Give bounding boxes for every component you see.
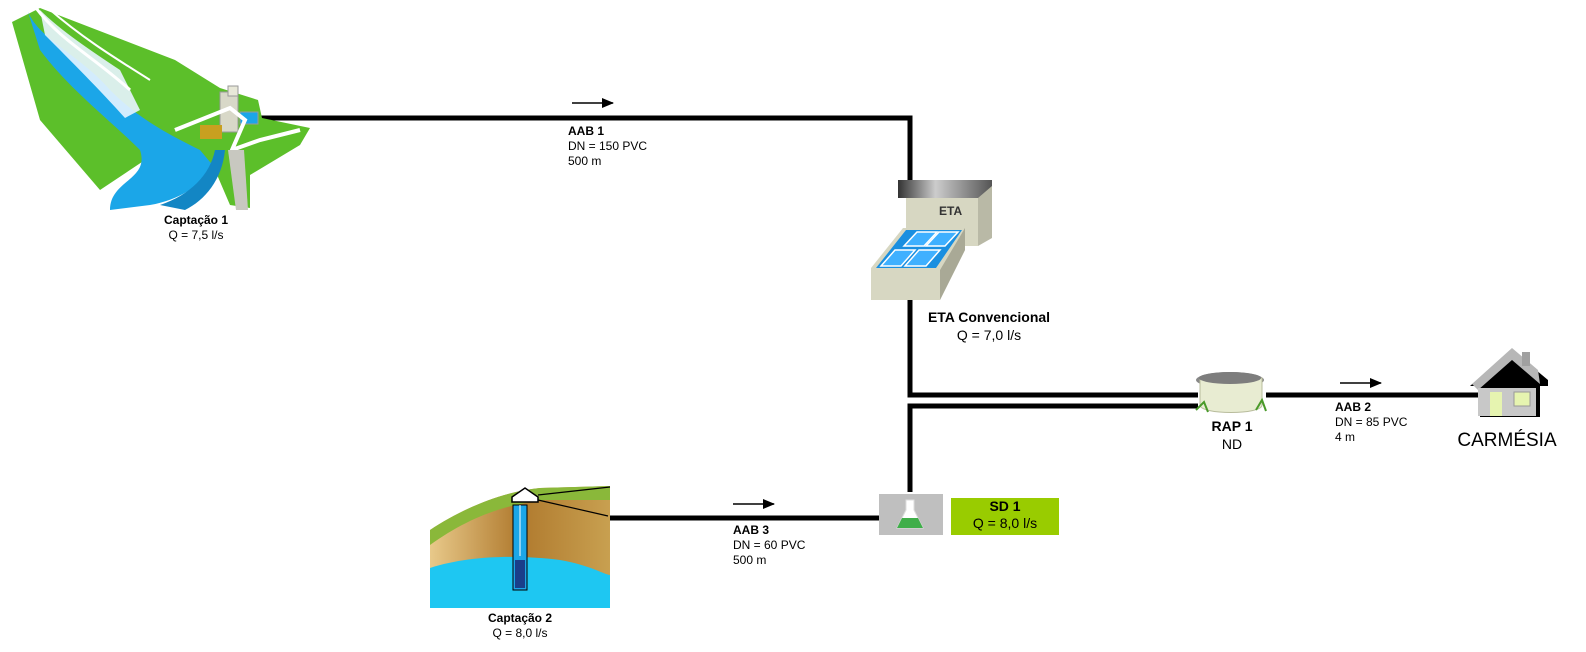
aab1-name: AAB 1 — [568, 124, 605, 138]
captacao2-label: Captação 2 Q = 8,0 l/s — [470, 611, 570, 641]
eta-label: ETA Convencional Q = 7,0 l/s — [909, 309, 1069, 344]
pipe-eta-to-rap — [907, 300, 1198, 398]
eta-flow: Q = 7,0 l/s — [956, 326, 1022, 343]
sd1-flow: Q = 8,0 l/s — [972, 515, 1038, 531]
captacao1-name: Captação 1 — [163, 213, 229, 227]
house-icon — [1470, 348, 1548, 417]
aab3-length: 500 m — [733, 553, 767, 567]
eta-sign: ETA — [939, 204, 962, 218]
rap1-label: RAP 1 ND — [1192, 418, 1272, 453]
aab1-label: AAB 1 DN = 150 PVC 500 m — [568, 124, 647, 169]
city-label: CARMÉSIA — [1457, 430, 1557, 451]
sd1-label: SD 1 Q = 8,0 l/s — [951, 498, 1059, 535]
aab2-dn: DN = 85 PVC — [1335, 415, 1408, 429]
flow-arrows — [572, 98, 1382, 509]
dam-intake-icon — [12, 7, 310, 210]
aab1-dn: DN = 150 PVC — [568, 139, 648, 153]
pipe-aab1 — [258, 115, 913, 182]
captacao2-flow: Q = 8,0 l/s — [492, 626, 548, 640]
aab3-label: AAB 3 DN = 60 PVC 500 m — [733, 523, 805, 568]
well-icon — [430, 486, 611, 608]
aab3-dn: DN = 60 PVC — [733, 538, 806, 552]
flask-icon — [879, 494, 943, 535]
aab2-name: AAB 2 — [1335, 400, 1372, 414]
captacao2-name: Captação 2 — [487, 611, 553, 625]
aab2-label: AAB 2 DN = 85 PVC 4 m — [1335, 400, 1407, 445]
aab2-length: 4 m — [1335, 430, 1356, 444]
water-treatment-plant-icon: ETA — [871, 180, 992, 300]
pipe-sd-to-rap — [907, 403, 1198, 492]
rap1-name: RAP 1 — [1211, 418, 1253, 434]
aab1-length: 500 m — [568, 154, 602, 168]
pipelines — [258, 115, 1478, 521]
captacao1-label: Captação 1 Q = 7,5 l/s — [146, 213, 246, 243]
sd1-name: SD 1 — [989, 498, 1021, 514]
rap1-flow: ND — [1221, 435, 1243, 452]
reservoir-tank-icon — [1195, 372, 1267, 413]
eta-name: ETA Convencional — [927, 309, 1051, 325]
captacao1-flow: Q = 7,5 l/s — [168, 228, 224, 242]
aab3-name: AAB 3 — [733, 523, 770, 537]
